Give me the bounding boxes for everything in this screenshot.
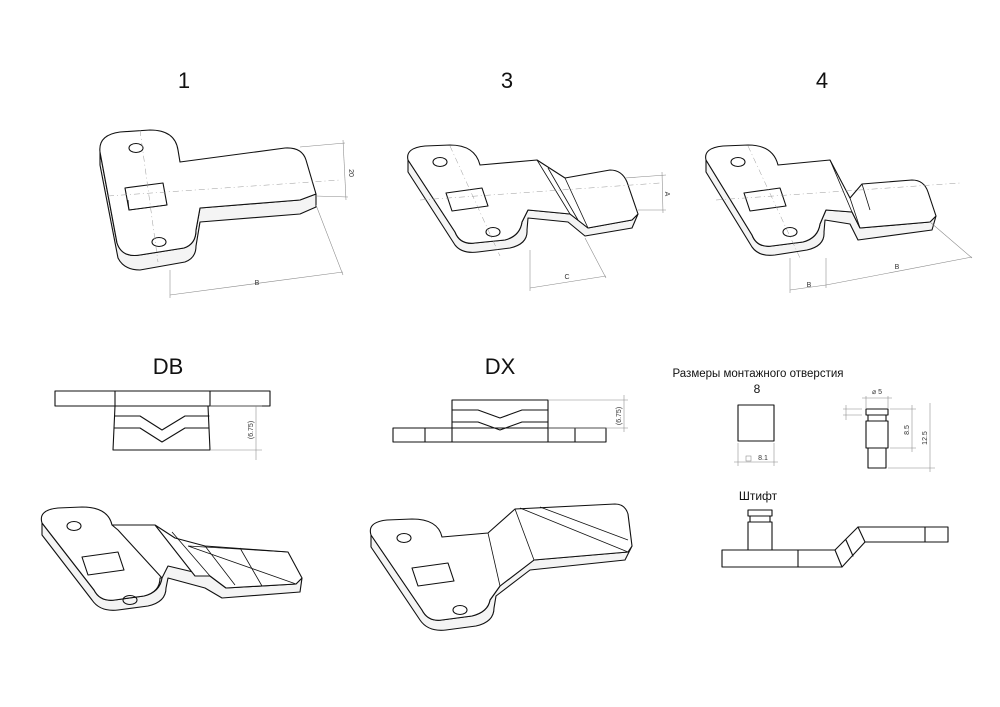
pin-dim-diameter: ⌀ 5 xyxy=(872,389,882,396)
pin-assembly-pin xyxy=(747,521,773,551)
part-4-top xyxy=(705,144,937,247)
part-1-hole-bottom xyxy=(151,236,167,248)
part-4-dim-b-small: B xyxy=(807,282,812,289)
db-plate xyxy=(54,390,271,407)
part-3-hole-bottom xyxy=(485,226,501,238)
pin-dim-height-2: 12.5 xyxy=(922,431,929,445)
db-iso-hole-top xyxy=(66,520,82,532)
part-3-drawing: A C xyxy=(407,144,670,291)
pin-title: Штифт xyxy=(739,489,778,503)
part-4-dim-b-large: B xyxy=(895,264,900,271)
part-4-hole-top xyxy=(730,156,746,168)
dx-iso-hole-bottom xyxy=(452,604,468,616)
mounting-hole-drawing: 8.1 xyxy=(734,404,778,466)
part-1-dim-b: B xyxy=(255,280,260,287)
dx-iso-top xyxy=(369,503,633,621)
variant-4-heading: 4 xyxy=(816,68,828,93)
dx-side-view: (6.75) xyxy=(392,395,628,443)
mounting-hole-number: 8 xyxy=(754,382,761,396)
db-isometric xyxy=(40,506,303,611)
mounting-hole-dim: 8.1 xyxy=(758,455,768,462)
variant-db-heading: DB xyxy=(153,354,184,379)
part-1-top xyxy=(99,129,317,257)
variant-dx-heading: DX xyxy=(485,354,516,379)
pin-detail-drawing: ⌀ 5 8.5 12.5 xyxy=(843,389,935,472)
mounting-hole-title: Размеры монтажного отверстия xyxy=(673,368,844,380)
pin-shaft xyxy=(865,420,889,449)
dx-dim-height: (6.75) xyxy=(616,407,623,425)
dx-body xyxy=(451,399,549,429)
pin-assembly-drawing xyxy=(721,509,949,568)
dx-iso-hole-top xyxy=(396,532,412,544)
variant-1-heading: 1 xyxy=(178,68,190,93)
dx-isometric xyxy=(369,503,633,631)
db-iso-hole-bottom xyxy=(122,594,138,606)
part-3-top xyxy=(407,144,639,244)
db-iso-square-hole xyxy=(81,551,125,576)
db-side-view: (6.75) xyxy=(54,390,271,460)
mounting-hole-square xyxy=(737,404,775,442)
db-iso-top xyxy=(40,506,303,601)
part-3-dim-a: A xyxy=(663,192,670,197)
part-4-drawing: B B xyxy=(705,144,973,293)
pin-dim-height-1: 8.5 xyxy=(904,425,911,435)
part-4-hole-bottom xyxy=(782,226,798,238)
part-1-hole-top xyxy=(128,142,144,154)
part-1-drawing: 20 B xyxy=(99,129,354,298)
pin-head xyxy=(865,408,889,416)
pin-assembly-bracket xyxy=(721,526,949,568)
db-dim-height: (6.75) xyxy=(248,421,255,439)
dx-iso-square-hole xyxy=(411,562,455,587)
part-3-hole-top xyxy=(432,156,448,168)
variant-3-heading: 3 xyxy=(501,68,513,93)
part-3-dim-c: C xyxy=(564,274,569,281)
part-1-dim-20: 20 xyxy=(347,169,354,177)
